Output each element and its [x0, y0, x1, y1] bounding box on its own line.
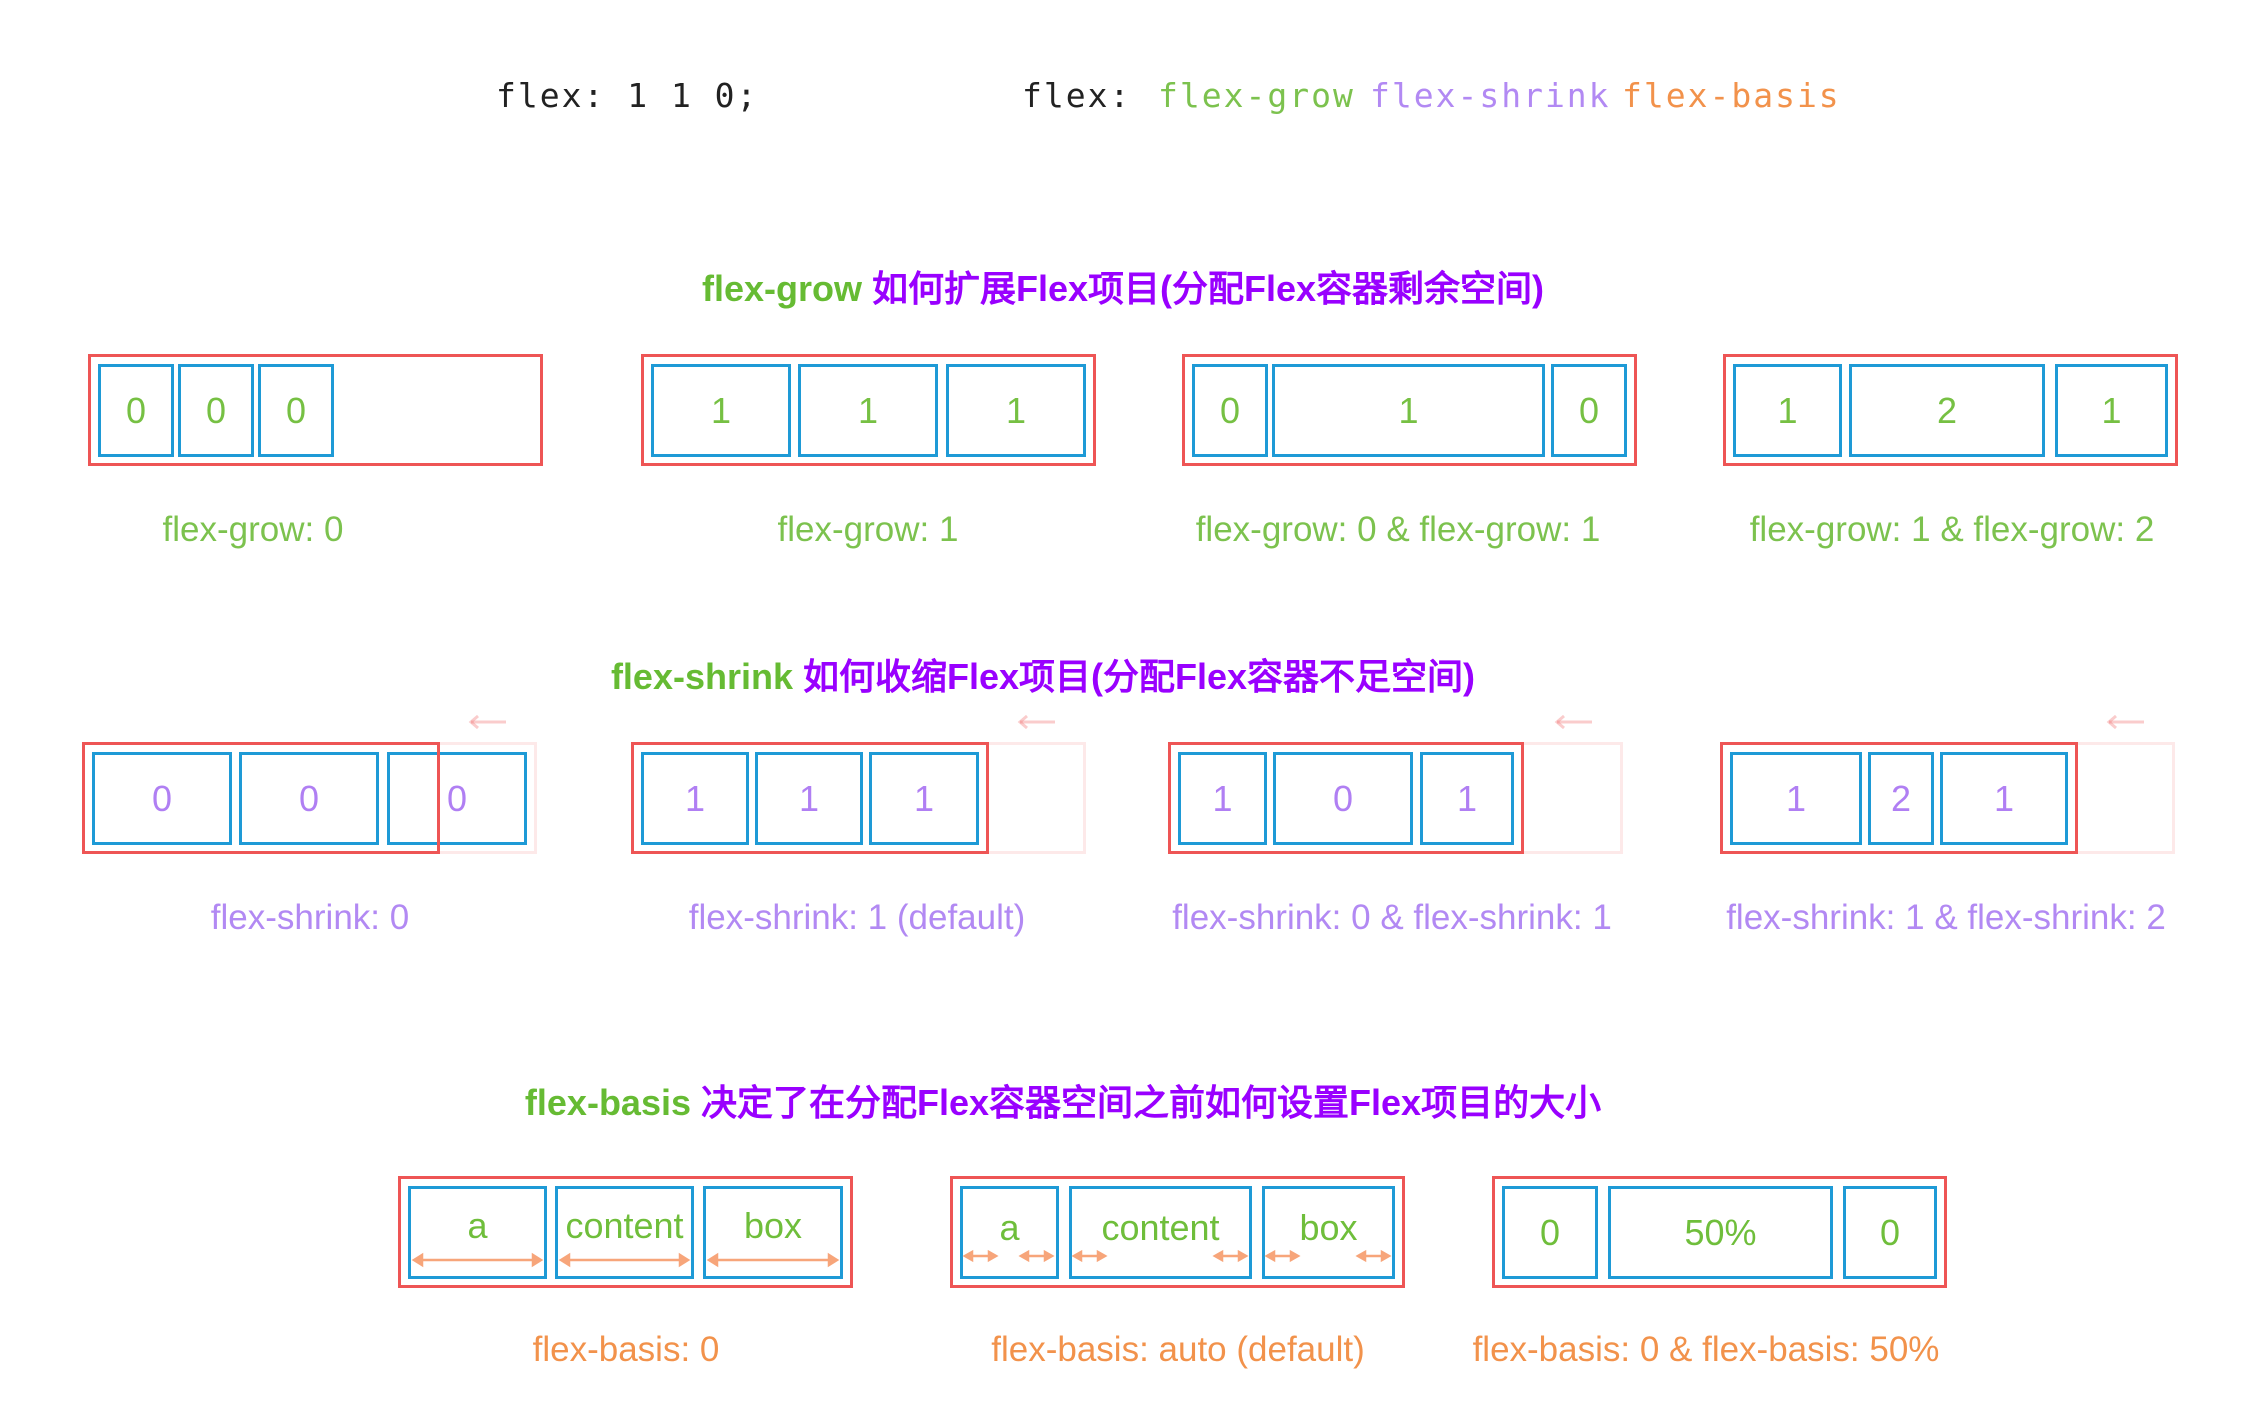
basis-container-3: [1492, 1176, 1947, 1288]
shrink-caption-3: flex-shrink: 0 & flex-shrink: 1: [1172, 898, 1612, 937]
grow-container-4: [1723, 354, 2178, 466]
shrink-container-1: [82, 742, 440, 854]
grow-item: 1: [1272, 364, 1545, 457]
arrow-left-icon: [1554, 715, 1592, 729]
basis-caption-2: flex-basis: auto (default): [991, 1330, 1365, 1369]
grow-caption-3: flex-grow: 0 & flex-grow: 1: [1195, 510, 1601, 549]
grow-item: 1: [798, 364, 938, 457]
shrink-caption-1: flex-shrink: 0: [210, 898, 410, 937]
arrow-left-icon: [1017, 715, 1055, 729]
shrink-container-2: [631, 742, 989, 854]
shrink-item: 1: [1730, 752, 1862, 845]
grow-caption-1: flex-grow: 0: [162, 510, 344, 549]
grow-item: 0: [178, 364, 254, 457]
grow-heading-text: 如何扩展Flex项目(分配Flex容器剩余空间): [861, 268, 1545, 309]
flex-syntax-label: flex:: [1022, 76, 1132, 115]
grow-container-3: [1182, 354, 1637, 466]
shrink-item: 1: [641, 752, 749, 845]
grow-container-1: [88, 354, 543, 466]
arrow-left-icon: [468, 715, 506, 729]
basis-item: box: [703, 1186, 843, 1279]
basis-heading-text: 决定了在分配Flex容器空间之前如何设置Flex项目的大小: [691, 1082, 1602, 1123]
basis-item: 0: [1502, 1186, 1598, 1279]
shrink-item: 0: [92, 752, 232, 845]
basis-caption-3: flex-basis: 0 & flex-basis: 50%: [1472, 1330, 1940, 1369]
shrink-container-3: [1168, 742, 1524, 854]
grow-item: 1: [1733, 364, 1842, 457]
basis-container-2: [950, 1176, 1405, 1288]
grow-item: 0: [258, 364, 334, 457]
basis-item: box: [1262, 1186, 1395, 1279]
shrink-item: 2: [1868, 752, 1934, 845]
basis-heading: flex-basis 决定了在分配Flex容器空间之前如何设置Flex项目的大小: [0, 1074, 2246, 1126]
shrink-item: 0: [387, 752, 527, 845]
basis-item: a: [408, 1186, 547, 1279]
flex-syntax-shrink: flex-shrink: [1370, 76, 1611, 115]
basis-item: 50%: [1608, 1186, 1833, 1279]
grow-item: 1: [946, 364, 1086, 457]
grow-heading: flex-grow 如何扩展Flex项目(分配Flex容器剩余空间): [0, 260, 2246, 312]
shrink-item: 1: [1940, 752, 2068, 845]
basis-item: content: [1069, 1186, 1252, 1279]
grow-item: 1: [651, 364, 791, 457]
arrow-left-icon: [2106, 715, 2144, 729]
flex-syntax-grow: flex-grow: [1158, 76, 1355, 115]
basis-container-1: [398, 1176, 853, 1288]
shrink-heading: flex-shrink 如何收缩Flex项目(分配Flex容器不足空间): [0, 648, 2246, 700]
grow-item: 0: [98, 364, 174, 457]
grow-heading-keyword: flex-grow: [701, 268, 862, 309]
shrink-heading-keyword: flex-shrink: [610, 656, 793, 697]
flex-syntax-basis: flex-basis: [1622, 76, 1841, 115]
flex-shorthand-example: flex: 1 1 0;: [496, 76, 759, 115]
basis-item: 0: [1843, 1186, 1937, 1279]
basis-heading-keyword: flex-basis: [524, 1082, 691, 1123]
shrink-item: 1: [755, 752, 863, 845]
grow-container-2: [641, 354, 1096, 466]
shrink-item: 0: [239, 752, 379, 845]
basis-item: content: [555, 1186, 694, 1279]
grow-item: 1: [2055, 364, 2168, 457]
grow-item: 2: [1849, 364, 2045, 457]
grow-caption-4: flex-grow: 1 & flex-grow: 2: [1749, 510, 2155, 549]
shrink-item: 1: [1420, 752, 1514, 845]
basis-caption-1: flex-basis: 0: [532, 1330, 720, 1369]
basis-item: a: [960, 1186, 1059, 1279]
grow-caption-2: flex-grow: 1: [777, 510, 959, 549]
grow-item: 0: [1551, 364, 1627, 457]
shrink-caption-4: flex-shrink: 1 & flex-shrink: 2: [1726, 898, 2166, 937]
shrink-item: 1: [1178, 752, 1267, 845]
shrink-item: 0: [1273, 752, 1413, 845]
shrink-container-4: [1720, 742, 2078, 854]
grow-item: 0: [1192, 364, 1268, 457]
shrink-caption-2: flex-shrink: 1 (default): [688, 898, 1026, 937]
shrink-item: 1: [869, 752, 979, 845]
shrink-heading-text: 如何收缩Flex项目(分配Flex容器不足空间): [793, 656, 1476, 697]
